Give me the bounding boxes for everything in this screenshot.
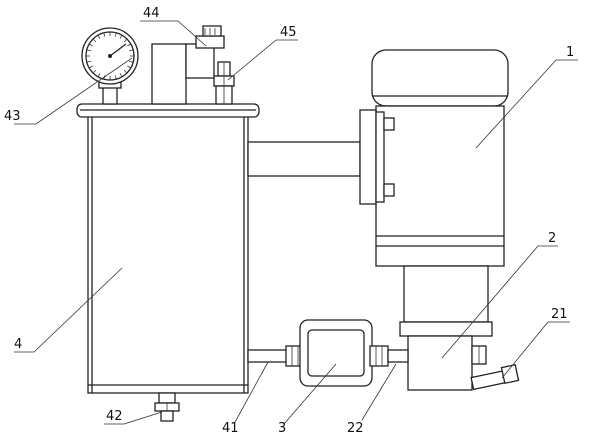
outlet-pipe-body [470, 369, 508, 391]
flange-bolt-top [383, 117, 395, 131]
tank [76, 103, 260, 394]
gauge-hub [108, 54, 112, 58]
gauge-tick [92, 69, 97, 74]
leader-44 [140, 20, 207, 47]
drain-valve-tip [160, 410, 174, 422]
filter-inner [307, 329, 365, 377]
pump-collar [399, 321, 493, 337]
gauge-tick [127, 65, 131, 69]
gauge-tick [86, 60, 91, 63]
gauge-tick [114, 75, 117, 80]
lower-pipe [247, 319, 409, 387]
pipe-22 [387, 349, 409, 363]
fitting [213, 61, 235, 105]
outlet-pipe-end [500, 363, 520, 385]
label-2: 2 [548, 231, 556, 246]
upper-pipe [247, 141, 361, 177]
motor-body [375, 105, 505, 267]
label-44: 44 [143, 6, 160, 21]
motor [359, 49, 509, 267]
gauge-tick [97, 73, 101, 77]
gauge-tick [97, 35, 101, 39]
gauge-stem [102, 85, 118, 105]
gauge-tick [103, 32, 106, 37]
drain-valve-neck [158, 392, 176, 404]
gauge-tick [123, 69, 128, 74]
leader-2 [441, 245, 558, 359]
label-4: 4 [14, 337, 22, 352]
leader-4 [14, 267, 123, 353]
gauge-needle [109, 43, 127, 57]
motor-flange-plate [375, 111, 385, 203]
label-22: 22 [347, 421, 364, 436]
outlet-pipe [470, 363, 520, 391]
leader-43 [14, 57, 133, 125]
gauge-tick [129, 60, 134, 63]
leader-45 [227, 39, 298, 81]
switch-head [195, 35, 225, 49]
gauge-tick [119, 35, 123, 39]
upper-pipe-body [247, 141, 361, 177]
leader-42 [104, 411, 163, 425]
pump-base [407, 335, 473, 391]
leader-41 [233, 361, 269, 425]
label-21: 21 [551, 307, 568, 322]
label-42: 42 [106, 409, 123, 424]
gauge-tick [89, 65, 93, 69]
leader-lines [14, 20, 578, 425]
gauge-ticks [86, 32, 134, 80]
switch-body [185, 43, 215, 79]
leader-3 [283, 363, 337, 425]
switch-cap [202, 25, 222, 37]
gauge-tick [123, 38, 128, 43]
tank-body [87, 115, 249, 394]
motor-flange [359, 109, 377, 205]
gauge-tick [129, 49, 134, 52]
leader-1 [475, 59, 578, 149]
pump [399, 265, 493, 391]
part-labels: 1 2 21 22 3 4 41 42 43 44 45 [4, 6, 574, 436]
gauge-tick [114, 32, 117, 37]
pressure-switch [151, 25, 225, 105]
gauge-tick [119, 73, 123, 77]
leader-22 [361, 363, 397, 421]
gauge-tick [92, 38, 97, 43]
motor-fan-cover [371, 49, 509, 107]
label-45: 45 [280, 25, 297, 40]
leader-21 [501, 321, 570, 379]
label-1: 1 [566, 45, 574, 60]
switch-column [151, 43, 187, 105]
gauge-tick [89, 43, 93, 47]
drain-valve [154, 392, 180, 422]
pump-housing [403, 265, 489, 323]
pipe-41 [247, 349, 289, 363]
label-43: 43 [4, 109, 21, 124]
nut-right [369, 345, 389, 367]
label-3: 3 [278, 421, 286, 436]
label-41: 41 [222, 421, 239, 436]
flange-bolt-bottom [383, 183, 395, 197]
gauge-tick [86, 49, 91, 52]
pressure-gauge [81, 27, 139, 105]
gauge-tick [127, 43, 131, 47]
